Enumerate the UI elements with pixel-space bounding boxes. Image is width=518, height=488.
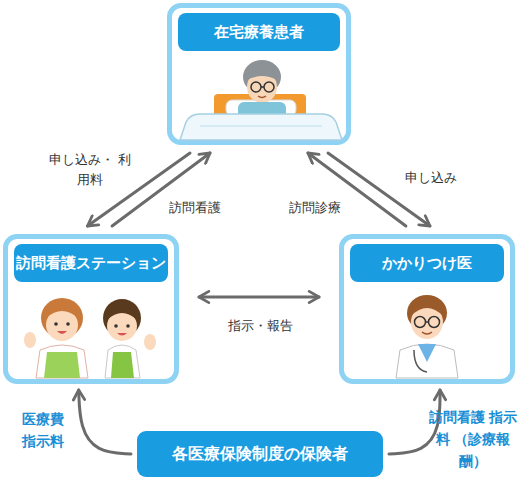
node-label: かかりつけ医 [382,254,472,273]
edge-label: 指示・報告 [210,316,310,336]
patient-box: 在宅療養患者 [167,3,351,145]
node-label: 訪問看護ステーション [16,254,166,273]
edge-label: 訪問看護 [160,198,230,218]
edge-label: 医療費 指示料 [16,408,70,452]
station-box: 訪問看護ステーション [3,234,179,384]
header-band: 訪問看護ステーション [14,244,168,282]
node-label: 各医療保険制度の保険者 [172,444,348,465]
edge-label: 訪問看護 指示料 （診療報酬） [427,406,518,472]
doctor-box: かかりつけ医 [339,234,515,384]
edge-label: 申し込み [396,168,466,188]
insurer-pill: 各医療保険制度の保険者 [137,431,383,477]
edge-label: 申し込み・ 利用料 [48,150,132,190]
node-label: 在宅療養患者 [214,23,304,42]
connector-arrow [199,296,319,299]
header-band: かかりつけ医 [350,244,504,282]
connector-arrow [328,153,430,226]
connector-arrow [79,390,131,454]
connector-arrow [308,153,406,226]
header-band: 在宅療養患者 [178,13,340,51]
edge-label: 訪問診療 [280,198,350,218]
